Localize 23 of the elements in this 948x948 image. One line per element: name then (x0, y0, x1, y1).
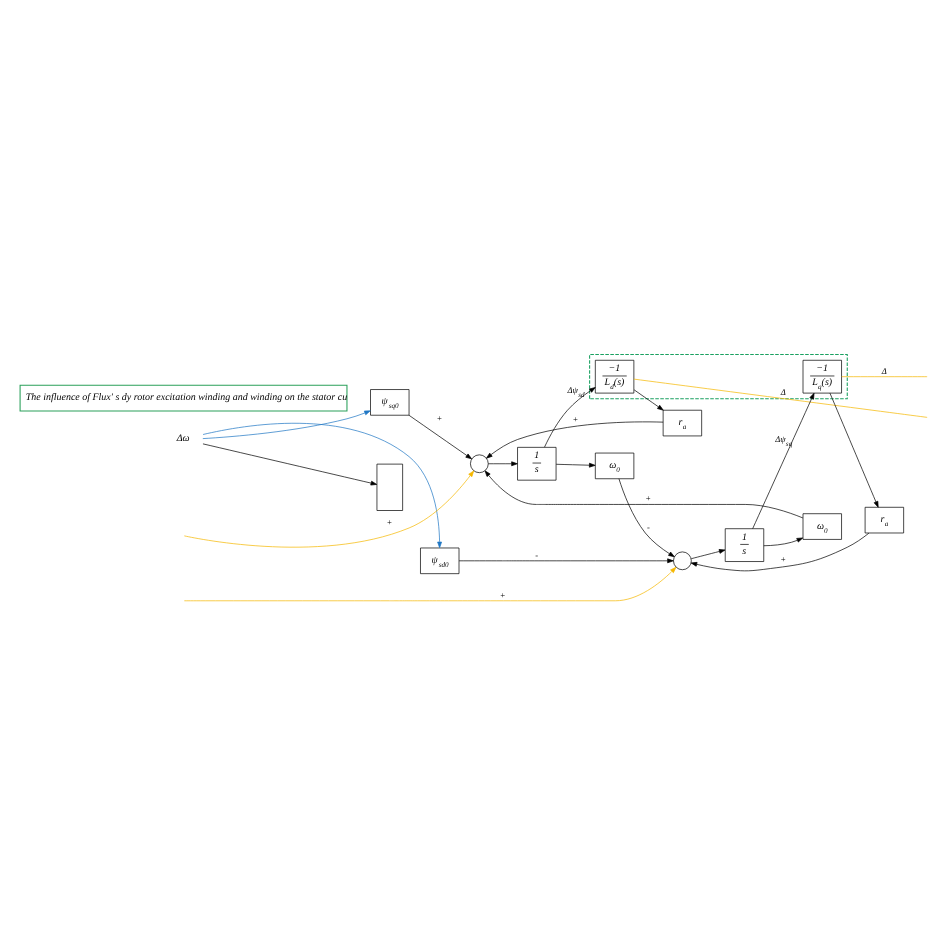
arrow (633, 388, 664, 410)
arrow (486, 420, 664, 458)
arrow (487, 460, 518, 466)
node-circle (470, 453, 489, 473)
connector (633, 377, 928, 417)
arrow (618, 477, 675, 557)
arrow (555, 461, 596, 467)
arrow (202, 409, 371, 438)
node-circle (673, 550, 692, 570)
arrow (202, 421, 442, 548)
arrow (202, 442, 378, 485)
arrow (690, 531, 870, 571)
arrow (408, 413, 472, 459)
arrow (484, 469, 804, 518)
arrow (544, 386, 596, 447)
arrow (763, 536, 804, 546)
arrow (690, 548, 726, 559)
arrow (458, 557, 674, 563)
arrow (183, 469, 475, 547)
arrow (752, 391, 815, 528)
arrow (829, 391, 879, 507)
node-box (376, 462, 403, 510)
arrow (183, 565, 677, 601)
